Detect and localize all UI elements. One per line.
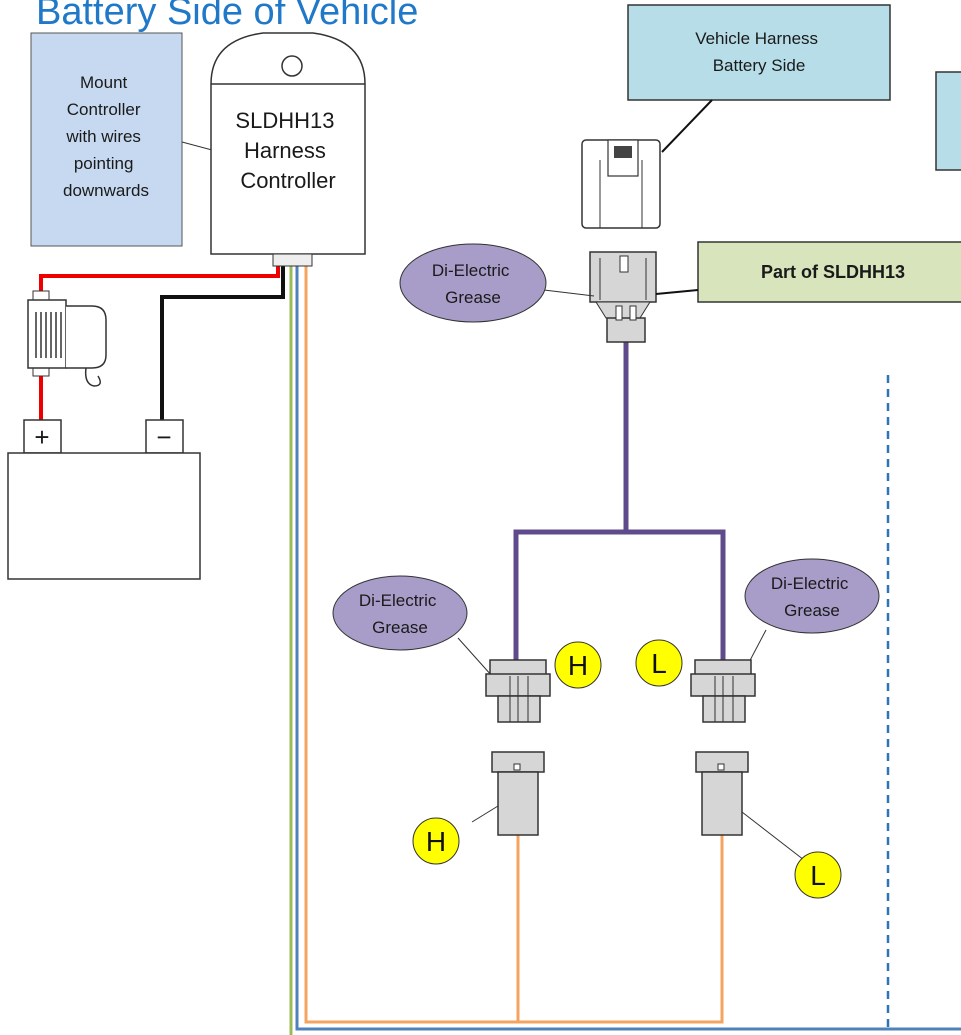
controller-label: Harness <box>244 138 326 163</box>
badge-h-upper: H <box>554 641 602 689</box>
grease-callout-left: Di-Electric Grease <box>332 575 493 677</box>
connector-icon <box>581 139 661 229</box>
controller-wire-port <box>272 253 313 267</box>
red-positive-wire-upper <box>39 262 280 293</box>
svg-text:Vehicle Harness Battery: Vehicle Harness Battery Side <box>695 29 823 75</box>
badge-leader <box>471 805 499 823</box>
svg-text:Di-Electric Grease: Di-Electric Grease <box>359 591 441 637</box>
battery-minus-terminal: − <box>156 422 171 452</box>
purple-wire-split <box>513 529 726 660</box>
harness-controller: SLDHH13 Harness Controller <box>210 32 366 267</box>
part-label: Part of SLDHH13 <box>761 262 905 282</box>
orange-wire <box>304 262 724 1024</box>
grease-label: Grease <box>372 618 428 637</box>
mount-note-line: Mount <box>80 73 128 92</box>
grease-label: Grease <box>784 601 840 620</box>
badge-l-label: L <box>651 648 667 679</box>
controller-label: Controller <box>240 168 335 193</box>
mount-note-leader <box>181 141 213 151</box>
part-of-sldhh13-box: Part of SLDHH13 <box>697 241 961 303</box>
vehicle-harness-label: Battery Side <box>713 56 806 75</box>
connector-icon <box>695 751 749 836</box>
connector-icon <box>589 251 657 343</box>
vehicle-harness-box: Vehicle Harness Battery Side <box>627 4 891 101</box>
grease-callout-right: Di-Electric Grease <box>744 558 880 669</box>
svg-text:SLDHH13 Harness Co: SLDHH13 Harness Controller <box>235 108 340 193</box>
mount-note-line: downwards <box>63 181 149 200</box>
vehicle-harness-leader <box>661 99 713 153</box>
grease-callout-top: Di-Electric Grease <box>399 243 595 323</box>
badge-l-label: L <box>810 860 826 891</box>
badge-h-lower: H <box>412 817 460 865</box>
mount-note-line: pointing <box>74 154 134 173</box>
badge-h-label: H <box>568 650 588 681</box>
battery-icon: + − <box>7 419 201 580</box>
svg-text:Mount Controller w: Mount Controller with wires pointing dow… <box>63 73 149 200</box>
controller-label: SLDHH13 <box>235 108 334 133</box>
mount-note-box: Mount Controller with wires pointing dow… <box>30 32 183 247</box>
badge-l-upper: L <box>635 639 683 687</box>
connector-icon <box>485 659 551 723</box>
mount-note-line: Controller <box>67 100 141 119</box>
svg-text:Di-Electric Grease: Di-Electric Grease <box>432 261 514 307</box>
mounting-hole-icon <box>281 55 303 77</box>
fuse-holder-icon <box>27 290 107 387</box>
page-title: Battery Side of Vehicle <box>36 0 418 33</box>
vehicle-harness-label: Vehicle Harness <box>695 29 818 48</box>
svg-text:Di-Electric Grease: Di-Electric Grease <box>771 574 853 620</box>
grease-label: Di-Electric <box>359 591 437 610</box>
badge-l-lower: L <box>794 851 842 899</box>
blue-wire <box>295 262 961 1031</box>
connector-icon <box>690 659 756 723</box>
grease-label: Di-Electric <box>771 574 849 593</box>
part-leader <box>655 289 699 295</box>
grease-label: Di-Electric <box>432 261 510 280</box>
black-negative-wire <box>160 262 285 420</box>
badge-leader <box>741 811 805 861</box>
battery-plus-terminal: + <box>34 422 49 452</box>
grease-label: Grease <box>445 288 501 307</box>
mount-note-line: with wires <box>65 127 141 146</box>
cropped-note-box <box>935 71 961 171</box>
badge-h-label: H <box>426 826 446 857</box>
connector-icon <box>491 751 545 836</box>
